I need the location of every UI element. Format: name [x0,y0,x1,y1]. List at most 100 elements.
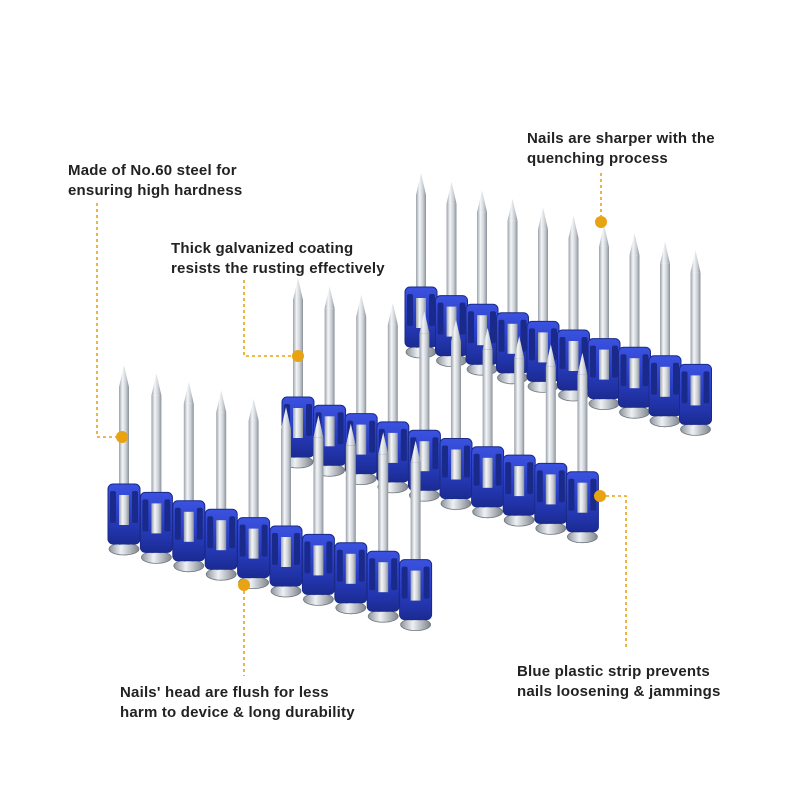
nail-shaft [183,403,194,562]
callout-sharp-line1: Nails are sharper with the [527,130,715,147]
nail-tip [482,327,493,350]
nail-tip [577,352,588,375]
leader-dot [116,431,128,443]
nail-shaft [281,429,291,587]
blue-collar [502,454,536,516]
callout-sharp-line2: quenching process [527,150,668,167]
leader-steel [96,203,128,443]
blue-collar [618,346,651,408]
nail-shaft [477,212,487,366]
callout-strip: Blue plastic strip prevents nails loosen… [517,662,721,702]
nail-shaft [293,300,303,458]
nail-shaft [690,272,701,426]
nail-tip [599,224,609,247]
blue-collar [139,491,173,553]
nail-shaft [538,229,548,383]
nail-tip [446,181,457,204]
nail-tip [629,233,640,256]
blue-collar [334,542,368,604]
nail-shaft [416,195,426,348]
callout-steel: Made of No.60 steel for ensuring high ha… [68,161,242,201]
leader-dot [292,350,304,362]
blue-collar [439,438,473,499]
leader-sharp [595,173,607,228]
blue-collar [465,303,499,365]
nail-shaft [660,263,670,417]
nail-shaft [248,420,259,579]
leader-strip [594,490,627,650]
blue-collar [565,471,599,533]
callout-head-line2: harm to device & long durability [120,704,355,721]
nail-shaft [451,341,461,500]
nail-tip [507,198,518,221]
nail-tip [356,294,367,317]
blue-collar [204,508,238,570]
blue-collar [366,550,400,612]
nail-shaft [356,316,367,475]
blue-collar [471,446,505,508]
nail-shaft [119,387,129,545]
leader-dot [594,490,606,502]
blue-collar [172,500,206,562]
nail-tip [293,278,303,300]
nail-shaft [378,454,389,613]
nail-tip [477,190,487,213]
blue-collar [534,462,568,524]
nail-shaft [545,366,556,525]
blue-collar [587,338,621,400]
nail-tip [690,250,701,273]
nail-tip [216,390,227,413]
nail-shaft [568,238,579,391]
callout-steel-line1: Made of No.60 steel for [68,162,237,179]
leader-coating [243,280,304,362]
nail-shaft [419,333,430,492]
nail-shaft [151,395,162,554]
nail-shaft [577,374,588,533]
nail-shaft [313,437,324,596]
callout-head: Nails' head are flush for less harm to d… [120,683,355,723]
blue-collar [679,363,712,425]
nail-shaft [507,220,518,374]
blue-collar [237,517,271,579]
nail-tip [119,365,129,387]
leader-head [238,579,250,676]
nail-shaft [599,246,609,400]
callout-strip-line1: Blue plastic strip prevents [517,663,710,680]
leader-dot [238,579,250,591]
nail-shaft [324,308,335,467]
nail-shaft [482,349,493,508]
nail-shaft [216,412,227,571]
nail-tip [387,302,398,325]
blue-collar [269,525,303,587]
callout-steel-line2: ensuring high hardness [68,182,243,199]
nail-shaft [446,203,457,357]
nail-shaft [629,255,640,409]
nail-shaft [514,358,525,517]
callout-coating-line1: Thick galvanized coating [171,240,354,257]
blue-collar [301,533,335,595]
blue-collar [648,355,682,417]
blue-collar [399,559,433,621]
nail-tip [545,344,556,367]
nail-tip [281,407,291,429]
nail-tip [378,432,389,455]
nail-tip [416,173,426,195]
blue-collar [107,483,141,545]
nail-shaft [410,462,421,621]
callout-coating-line2: resists the rusting effectively [171,260,385,277]
callout-sharp: Nails are sharper with the quenching pro… [527,129,715,169]
nail-tip [324,286,335,309]
callout-strip-line2: nails loosening & jammings [517,683,721,700]
nail-shaft [387,324,398,483]
nail-strip-front [107,365,433,631]
nail-strip-back [404,173,712,436]
nail-tip [410,440,421,463]
callout-leaders [96,173,627,676]
nail-tip [568,216,579,238]
nail-tip [248,398,259,421]
nail-tip [419,311,430,334]
nail-tip [514,336,525,359]
nail-tip [660,241,670,264]
nail-tip [151,373,162,396]
